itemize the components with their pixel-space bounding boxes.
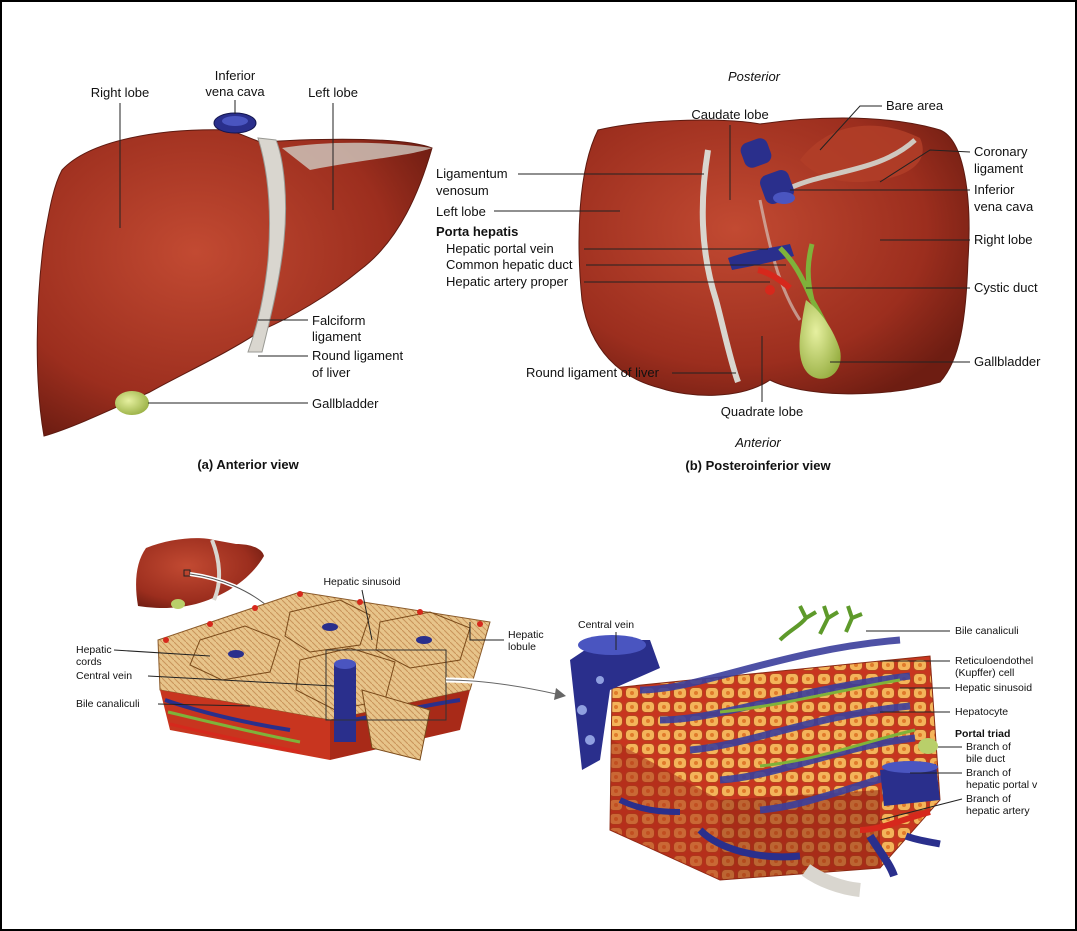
label-falciform-2: ligament (312, 329, 362, 344)
label-ivc-line2: vena cava (205, 84, 265, 99)
label-ligven-2: venosum (436, 183, 489, 198)
label-d-central-vein: Central vein (578, 619, 634, 631)
label-round-ligament-b: Round ligament of liver (526, 365, 660, 380)
label-ivc-line1: Inferior (215, 68, 256, 83)
label-c-hepatic-cords-2: cords (76, 656, 102, 668)
anterior-gallbladder (115, 391, 149, 415)
label-d-bile-duct-2: bile duct (966, 753, 1005, 765)
orientation-anterior: Anterior (734, 435, 781, 450)
label-c-hepatic-lobule-2: lobule (508, 641, 536, 653)
bile-canaliculi-tree (780, 606, 862, 640)
label-coronary-1: Coronary (974, 144, 1028, 159)
label-d-portal-v-1: Branch of (966, 767, 1011, 779)
label-left-lobe-b: Left lobe (436, 204, 486, 219)
lobule-central-vein (334, 664, 356, 742)
panel-posteroinferior-view: Posterior Anterior Caudate lobe Bare are… (436, 69, 1041, 473)
label-right-lobe: Right lobe (91, 85, 150, 100)
caption-posteroinferior: (b) Posteroinferior view (685, 458, 831, 473)
label-falciform-1: Falciform (312, 313, 365, 328)
label-d-kupffer-2: (Kupffer) cell (955, 667, 1014, 679)
label-c-hepatic-sinusoid: Hepatic sinusoid (323, 576, 400, 588)
anterior-liver-shape (37, 130, 432, 436)
label-common-hepatic-duct: Common hepatic duct (446, 257, 573, 272)
label-right-lobe-b: Right lobe (974, 232, 1033, 247)
label-cystic-duct: Cystic duct (974, 280, 1038, 295)
label-left-lobe: Left lobe (308, 85, 358, 100)
triad-bile-duct (918, 738, 938, 754)
label-c-central-vein: Central vein (76, 670, 132, 682)
label-porta-hepatis: Porta hepatis (436, 224, 518, 239)
label-round-lig-2: of liver (312, 365, 351, 380)
label-ivc-b-1: Inferior (974, 182, 1015, 197)
label-gallbladder-b: Gallbladder (974, 354, 1041, 369)
label-gallbladder-a: Gallbladder (312, 396, 379, 411)
label-d-hepatocyte: Hepatocyte (955, 706, 1008, 718)
label-hepatic-artery-proper: Hepatic artery proper (446, 274, 569, 289)
label-d-artery-2: hepatic artery (966, 805, 1030, 817)
label-d-artery-1: Branch of (966, 793, 1011, 805)
label-caudate-lobe: Caudate lobe (691, 107, 768, 122)
panel-lobule-block: Hepatic sinusoid Hepatic cords Central v… (76, 538, 566, 760)
label-c-hepatic-lobule-1: Hepatic (508, 629, 544, 641)
label-c-bile-canaliculi: Bile canaliculi (76, 698, 140, 710)
label-ivc-b-2: vena cava (974, 199, 1034, 214)
label-quadrate-lobe: Quadrate lobe (721, 404, 803, 419)
label-c-hepatic-cords-1: Hepatic (76, 644, 112, 656)
label-d-portal-v-2: hepatic portal v (966, 779, 1038, 791)
label-coronary-2: ligament (974, 161, 1024, 176)
label-d-kupffer-1: Reticuloendothel (955, 655, 1033, 667)
panel-lobule-magnified: Central vein Bile canaliculi Reticuloend… (570, 606, 1038, 890)
label-d-bile-canaliculi: Bile canaliculi (955, 625, 1019, 637)
panel-anterior-view: Right lobe Inferior vena cava Left lobe … (37, 68, 432, 472)
label-d-hepatic-sinusoid: Hepatic sinusoid (955, 682, 1032, 694)
caption-anterior: (a) Anterior view (197, 457, 299, 472)
label-portal-vein: Hepatic portal vein (446, 241, 554, 256)
label-bare-area: Bare area (886, 98, 944, 113)
orientation-posterior: Posterior (728, 69, 781, 84)
label-round-lig-1: Round ligament (312, 348, 403, 363)
mini-liver (136, 538, 264, 608)
label-ligven-1: Ligamentum (436, 166, 508, 181)
label-d-bile-duct-1: Branch of (966, 741, 1011, 753)
label-d-portal-triad: Portal triad (955, 728, 1010, 740)
